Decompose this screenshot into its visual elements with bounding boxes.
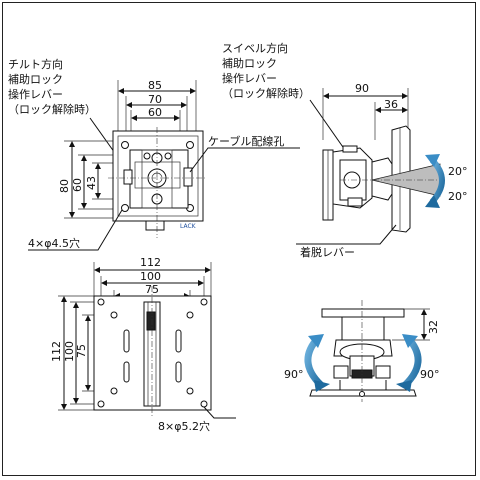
tilt-lock-lever [123,169,133,185]
vesa-plate-front-view: 112 100 75 112 100 75 [50,256,236,433]
brand-logo-text: LACK [180,223,197,230]
swivel-angle-right: 90° [420,368,440,381]
tilt-hole-label: 4×φ4.5穴 [28,236,80,250]
mount-hole [121,141,129,149]
vesa-hole-75 [186,387,194,395]
height-dim-80: 80 [58,179,71,193]
vesa-hole-75 [110,387,118,395]
width-dim-90: 90 [355,82,369,95]
mount-hole [121,204,129,212]
swivel-arrow-right [401,335,422,389]
height-dim-43: 43 [85,176,98,190]
width-dim-70: 70 [148,93,162,106]
tilt-lever-label-line-2: 補助ロック [8,72,63,86]
rail-latch [146,311,156,331]
height-dim-60: 60 [71,178,84,192]
tilt-lever-label-line-3: 操作レバー [8,87,63,101]
width-dim-36: 36 [384,98,398,111]
vesa-hole-75 [186,311,194,319]
tilt-lever-label-line-1: チルト方向 [8,57,63,71]
width-dim-60: 60 [148,106,162,119]
tilt-lever-label-line-4: （ロック解除時） [8,102,96,116]
vesa-height-dim-112: 112 [50,341,63,362]
tilt-head-front-view: チルト方向 補助ロック 操作レバー （ロック解除時） 85 70 60 80 6… [8,57,300,251]
vesa-hole-100 [200,298,208,306]
tilt-hole-leader [28,209,123,251]
vesa-height-dim-75: 75 [75,344,88,358]
swivel-side-view: スイベル方向 補助ロック 操作レバー （ロック解除時） 90 36 [222,41,468,259]
release-lever-leader [296,224,397,245]
vesa-width-dim-100: 100 [140,270,161,283]
swivel-lock-lever [342,145,358,153]
swivel-top-plate [321,308,405,318]
release-lever-label: 着脱レバー [300,245,355,259]
vesa-hole-100 [97,400,105,408]
swivel-top-view: 32 90° 90° [284,300,440,402]
swivel-lever-leader [309,99,346,151]
cable-hole-label: ケーブル配線孔 [208,134,284,148]
tilt-angle-up: 20° [448,165,468,178]
width-dim-85: 85 [148,79,162,92]
tilt-angle-down: 20° [448,190,468,203]
swivel-lever-label-line-2: 補助ロック [222,56,277,70]
cable-hole-leader [189,147,300,173]
swivel-lever-label-line-1: スイベル方向 [222,41,288,55]
swivel-lever-label-line-3: 操作レバー [222,71,277,85]
swivel-lever-label-line-4: （ロック解除時） [222,86,310,100]
vesa-hole-100 [200,400,208,408]
vesa-height-dim-100: 100 [63,341,76,362]
mount-hole [186,141,194,149]
swivel-angle-left: 90° [284,368,304,381]
vesa-hole-leader [203,406,236,419]
vesa-hole-75 [110,311,118,319]
swivel-arrow-left [304,335,325,389]
drawing-frame [2,2,476,476]
vesa-hole-100 [97,298,105,306]
swivel-height-dim-32: 32 [427,320,440,334]
vesa-width-dim-112: 112 [140,256,161,269]
vesa-hole-label: 8×φ5.2穴 [158,419,210,433]
